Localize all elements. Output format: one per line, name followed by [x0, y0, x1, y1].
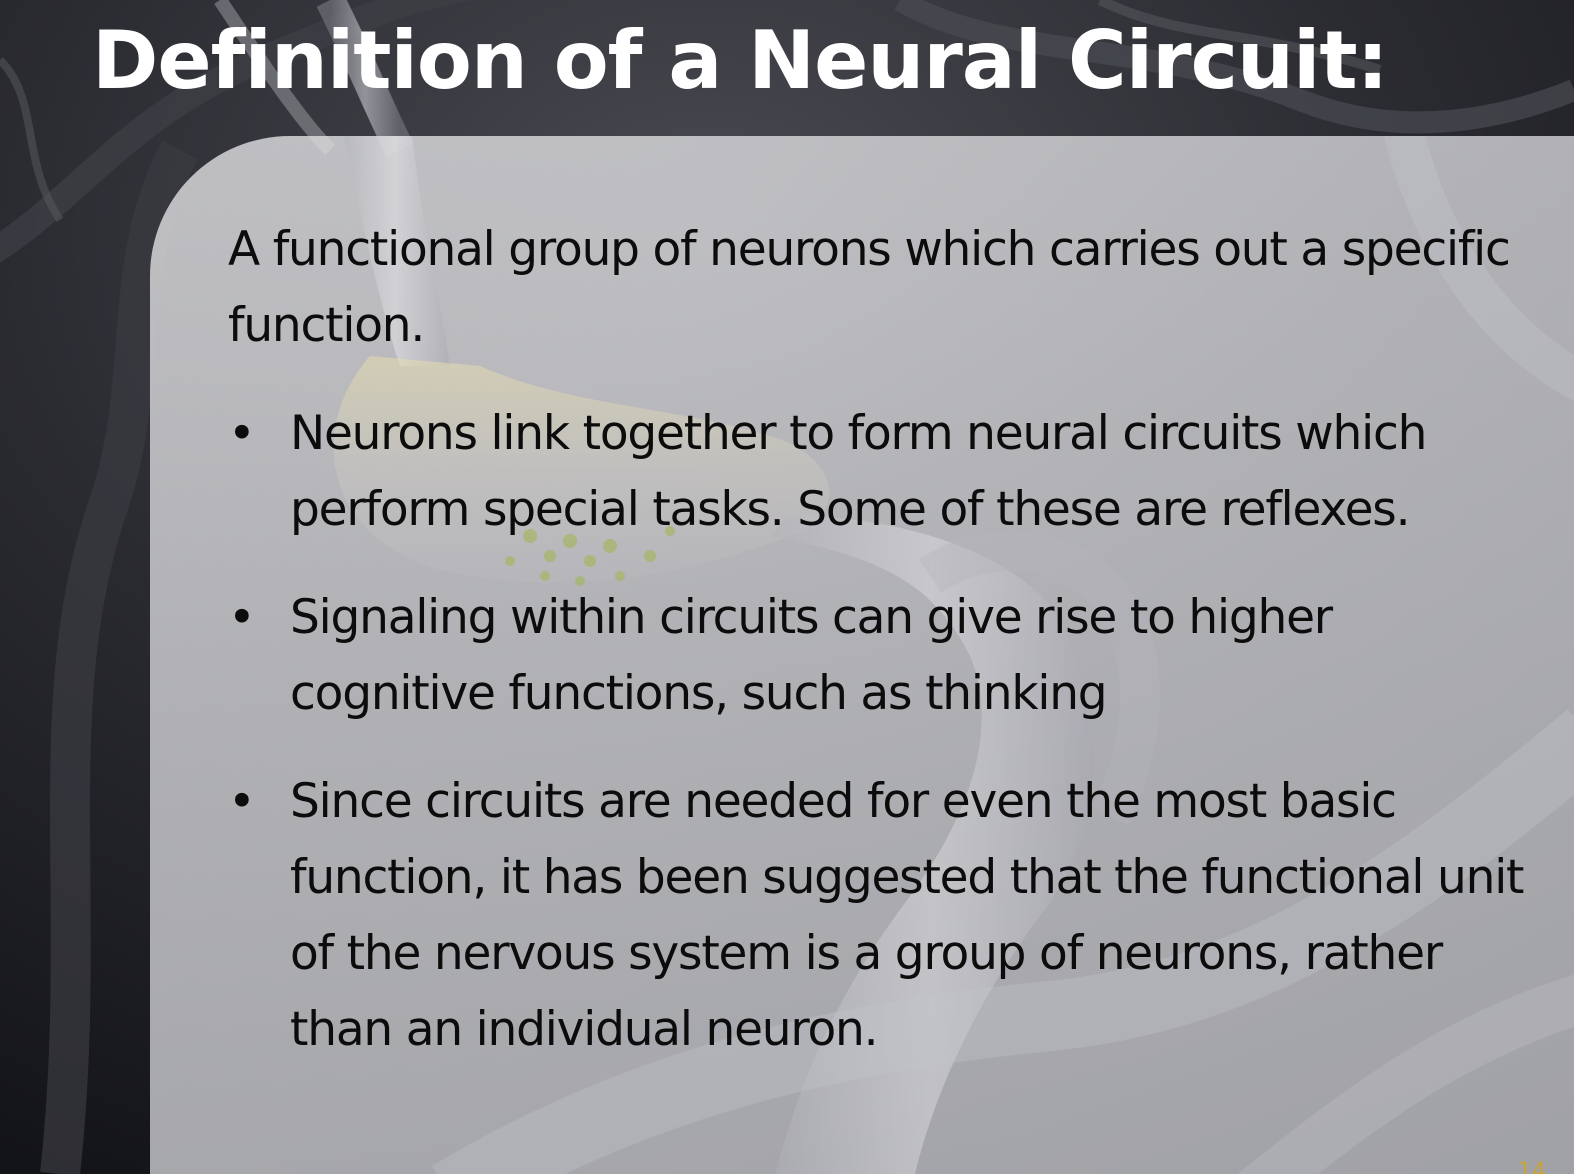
bullet-item: • Neurons link together to form neural c… — [228, 396, 1548, 548]
bullet-list: • Neurons link together to form neural c… — [228, 396, 1548, 1068]
bullet-dot-icon: • — [228, 406, 256, 461]
bullet-dot-icon: • — [228, 590, 256, 645]
bullet-item: • Since circuits are needed for even the… — [228, 764, 1548, 1068]
bullet-text: Neurons link together to form neural cir… — [290, 406, 1427, 537]
slide-body: A functional group of neurons which carr… — [228, 212, 1548, 1100]
bullet-dot-icon: • — [228, 774, 256, 829]
bullet-text: Since circuits are needed for even the m… — [290, 774, 1524, 1057]
bullet-item: • Signaling within circuits can give ris… — [228, 580, 1548, 732]
synapse-illustration — [333, 136, 1574, 1174]
page-number: 14 — [1518, 1159, 1546, 1174]
intro-definition: A functional group of neurons which carr… — [228, 222, 1511, 353]
bullet-text: Signaling within circuits can give rise … — [290, 590, 1333, 721]
content-panel — [150, 136, 1574, 1174]
slide-title: Definition of a Neural Circuit: — [92, 14, 1389, 107]
